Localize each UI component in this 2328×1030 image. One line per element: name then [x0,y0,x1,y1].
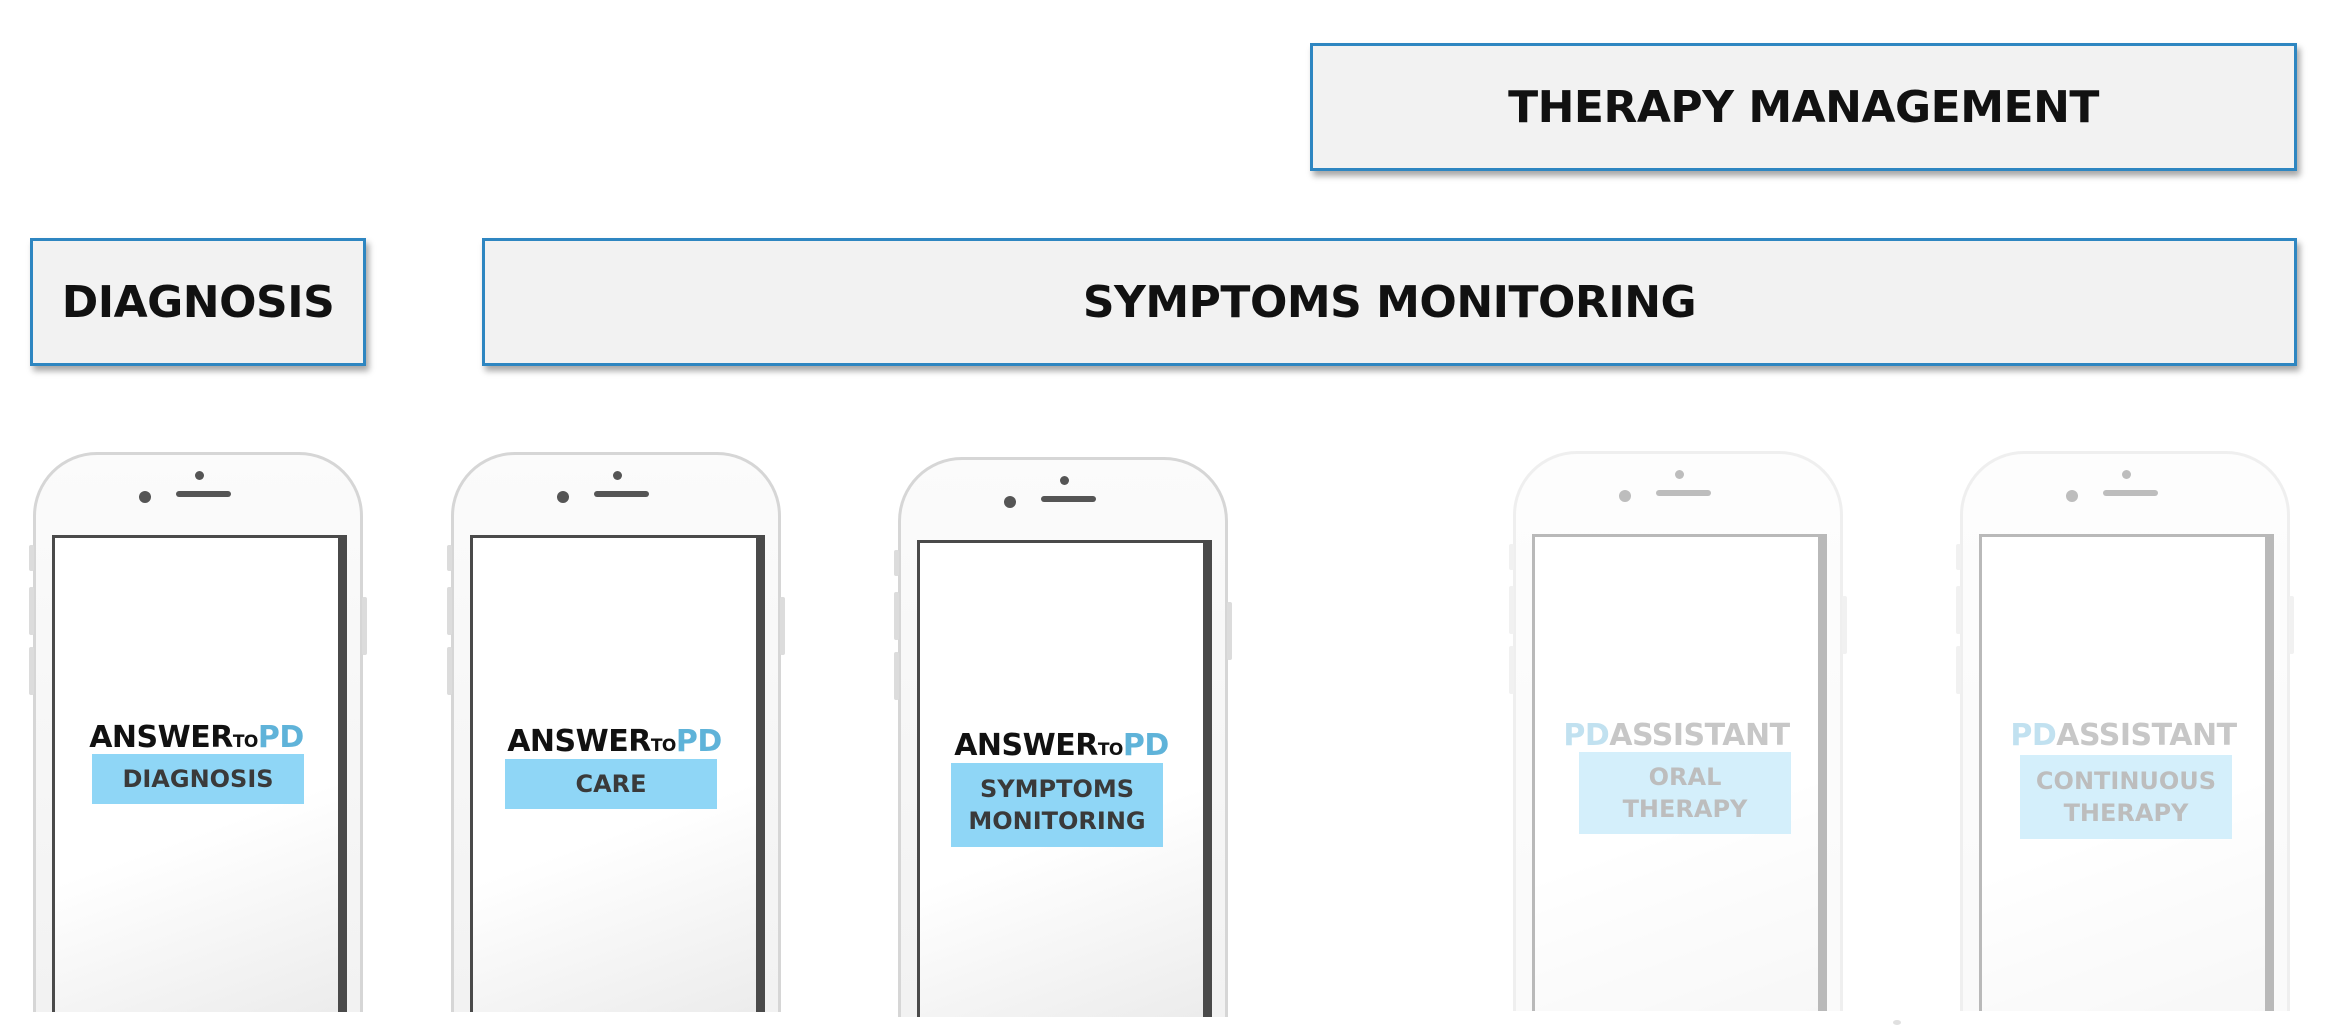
phone-screen: PDASSISTANT CONTINUOUS THERAPY [1979,534,2274,1011]
phone-speaker [1041,496,1096,502]
phone-button [1509,586,1514,634]
app-label: DIAGNOSIS [92,754,304,804]
logo-pd: PD [2010,718,2057,753]
app-logo: ANSWERTOPD [55,720,338,755]
app-label-line1: ORAL [1648,763,1722,791]
phone-button [447,545,452,571]
phone-button [2289,596,2294,654]
app-logo: PDASSISTANT [1982,718,2265,753]
app-label-line2: THERAPY [1622,795,1748,823]
app-label: CONTINUOUS THERAPY [2020,755,2232,839]
phone-speaker [176,491,231,497]
logo-to: TO [650,736,677,756]
phone-button [1509,544,1514,570]
phone-camera-icon [1004,496,1016,508]
logo-answer: ANSWER [507,724,651,759]
phone-screen: ANSWERTOPD SYMPTOMS MONITORING [917,540,1212,1017]
phone-button [894,652,899,700]
app-label: SYMPTOMS MONITORING [951,763,1163,847]
phone-screen: ANSWERTOPD CARE [470,535,765,1012]
phone-camera-icon [1619,490,1631,502]
phone-care: ANSWERTOPD CARE [447,452,785,1012]
phone-button [1956,646,1961,694]
app-label: ORAL THERAPY [1579,752,1791,834]
logo-to: TO [1097,740,1124,760]
stray-dot [1893,1020,1901,1025]
app-logo: ANSWERTOPD [473,724,756,759]
band-symptoms-monitoring: SYMPTOMS MONITORING [482,238,2297,366]
band-therapy-management: THERAPY MANAGEMENT [1310,43,2297,171]
phone-sensor [613,471,622,480]
phone-button [1956,586,1961,634]
phone-camera-icon [139,491,151,503]
phone-button [894,550,899,576]
phone-screen: ANSWERTOPD DIAGNOSIS [52,535,347,1012]
phone-button [1509,646,1514,694]
phone-button [29,587,34,635]
band-therapy-management-label: THERAPY MANAGEMENT [1508,81,2099,133]
logo-assistant: ASSISTANT [1609,718,1790,753]
phone-button [29,545,34,571]
logo-pd: PD [257,720,304,755]
phone-button [29,647,34,695]
logo-pd: PD [675,724,722,759]
band-symptoms-monitoring-label: SYMPTOMS MONITORING [1082,276,1697,328]
phone-button [447,647,452,695]
phone-button [894,592,899,640]
phone-diagnosis: ANSWERTOPD DIAGNOSIS [29,452,367,1012]
phone-speaker [1656,490,1711,496]
phone-camera-icon [2066,490,2078,502]
app-logo: PDASSISTANT [1535,718,1818,753]
phone-sensor [2122,470,2131,479]
phone-button [1956,544,1961,570]
app-label: CARE [505,759,717,809]
phone-sensor [1060,476,1069,485]
logo-assistant: ASSISTANT [2056,718,2237,753]
phone-button [780,597,785,655]
phone-oral-therapy: PDASSISTANT ORAL THERAPY [1509,451,1847,1011]
logo-to: TO [232,732,259,752]
app-label-line2: THERAPY [2063,799,2189,827]
app-label-line1: SYMPTOMS [979,775,1135,803]
phone-button [362,597,367,655]
logo-answer: ANSWER [954,728,1098,763]
phone-speaker [594,491,649,497]
phone-continuous-therapy: PDASSISTANT CONTINUOUS THERAPY [1956,451,2294,1011]
app-label-line2: MONITORING [968,807,1146,835]
phone-speaker [2103,490,2158,496]
phone-button [1842,596,1847,654]
band-diagnosis: DIAGNOSIS [30,238,366,366]
logo-answer: ANSWER [89,720,233,755]
app-label-line1: CARE [575,770,647,798]
phone-sensor [1675,470,1684,479]
app-label-line1: CONTINUOUS [2035,767,2217,795]
phone-sensor [195,471,204,480]
band-diagnosis-label: DIAGNOSIS [61,276,335,328]
phone-button [447,587,452,635]
phone-camera-icon [557,491,569,503]
logo-pd: PD [1563,718,1610,753]
app-logo: ANSWERTOPD [920,728,1203,763]
app-label-line1: DIAGNOSIS [122,765,274,793]
logo-pd: PD [1122,728,1169,763]
phone-screen: PDASSISTANT ORAL THERAPY [1532,534,1827,1011]
phone-button [1227,602,1232,660]
phone-symptoms-monitoring: ANSWERTOPD SYMPTOMS MONITORING [894,457,1232,1017]
